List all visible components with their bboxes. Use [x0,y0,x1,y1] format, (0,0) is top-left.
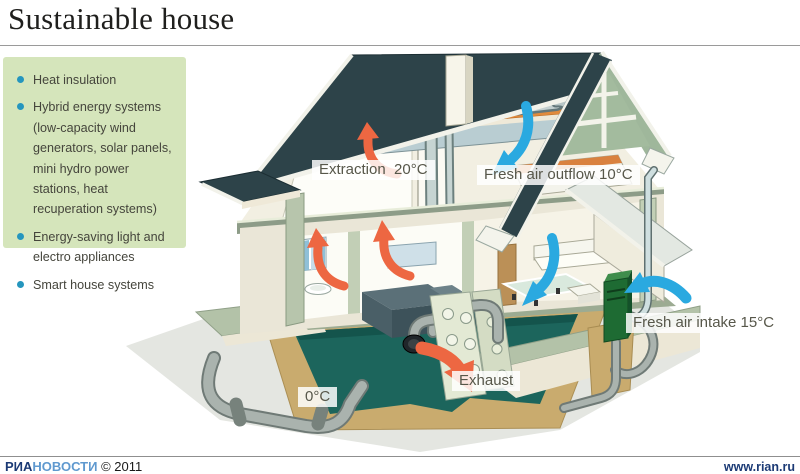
list-item: Smart house systems [15,275,178,295]
feature-list: Heat insulation Hybrid energy systems (l… [15,70,178,295]
ground-heat-exchanger [402,288,515,401]
kitchen-extraction-arrow [379,233,415,281]
bullet-icon [17,232,24,240]
stool [566,283,602,304]
footer-divider [0,456,800,457]
features-panel: Heat insulation Hybrid energy systems (l… [3,57,186,292]
left-corner-post [285,192,305,327]
attic-inflow-arrow [503,101,534,167]
wall-divider [348,231,360,314]
label-fresh-air-outflow: Fresh air outflow 10°C [477,165,640,185]
buried-pipe-loop [201,351,369,434]
chimney-shaft [445,54,473,127]
eave-tip [475,225,515,253]
label-ground-temperature: 0°C [298,387,338,407]
list-item: Heat insulation [15,70,178,90]
room-inflow-arrow [533,233,560,295]
wardrobe [497,243,517,307]
title-divider [0,45,800,46]
bullet-icon [17,280,24,288]
label-fresh-air-intake: Fresh air intake 15°C [626,313,782,333]
roof [234,52,603,204]
label-extraction: Extraction 20°C [312,160,435,180]
wall-divider [462,221,474,304]
porch-roof [198,170,302,209]
agency-logo: РИАНОВОСТИ © 2011 [5,459,142,474]
agency-ria: РИА [5,459,33,474]
list-item: Hybrid energy systems (low-capacity wind… [15,97,178,219]
fresh-air-intake-unit [603,270,632,343]
gable [475,50,675,326]
feature-text: Energy-saving light and electro applianc… [33,229,165,265]
feature-text: Hybrid energy systems (low-capacity wind… [33,100,172,217]
website-link[interactable]: www.rian.ru [723,460,795,474]
bathroom-extraction-arrow [313,243,349,291]
feature-text: Heat insulation [33,73,117,87]
gutter-box [641,147,675,175]
page-title: Sustainable house [8,1,235,36]
bullet-icon [17,103,24,111]
gable-roof-edge [499,52,612,238]
feature-text: Smart house systems [33,277,155,292]
agency-novosti: НОВОСТИ [32,459,98,474]
list-item: Energy-saving light and electro applianc… [15,227,178,268]
bullet-icon [17,76,24,83]
label-exhaust: Exhaust [452,371,521,391]
copyright: © 2011 [101,459,143,474]
